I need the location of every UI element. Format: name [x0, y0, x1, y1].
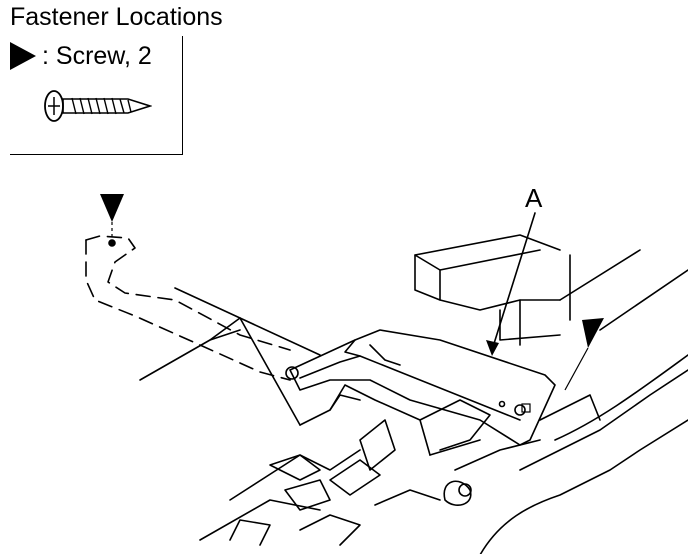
trim-panel-outline: [479, 419, 688, 554]
legend-row: : Screw, 2: [10, 40, 152, 72]
page-title: Fastener Locations: [10, 3, 223, 31]
callout-a-leader: [491, 212, 536, 351]
screw-marker-icon: [10, 42, 36, 70]
bracket-a: [289, 329, 556, 446]
legend-box: : Screw, 2: [10, 36, 183, 155]
console-box: [414, 254, 441, 301]
removed-part-outline: [85, 235, 291, 351]
callout-a-arrowhead: [486, 340, 499, 356]
screw-marker-right: [582, 318, 604, 348]
screw-marker-left: [100, 194, 124, 222]
callout-label-a: A: [525, 183, 543, 213]
screw-icon: [44, 90, 152, 122]
screw-hole: [521, 403, 531, 413]
legend-label: : Screw, 2: [42, 42, 152, 70]
